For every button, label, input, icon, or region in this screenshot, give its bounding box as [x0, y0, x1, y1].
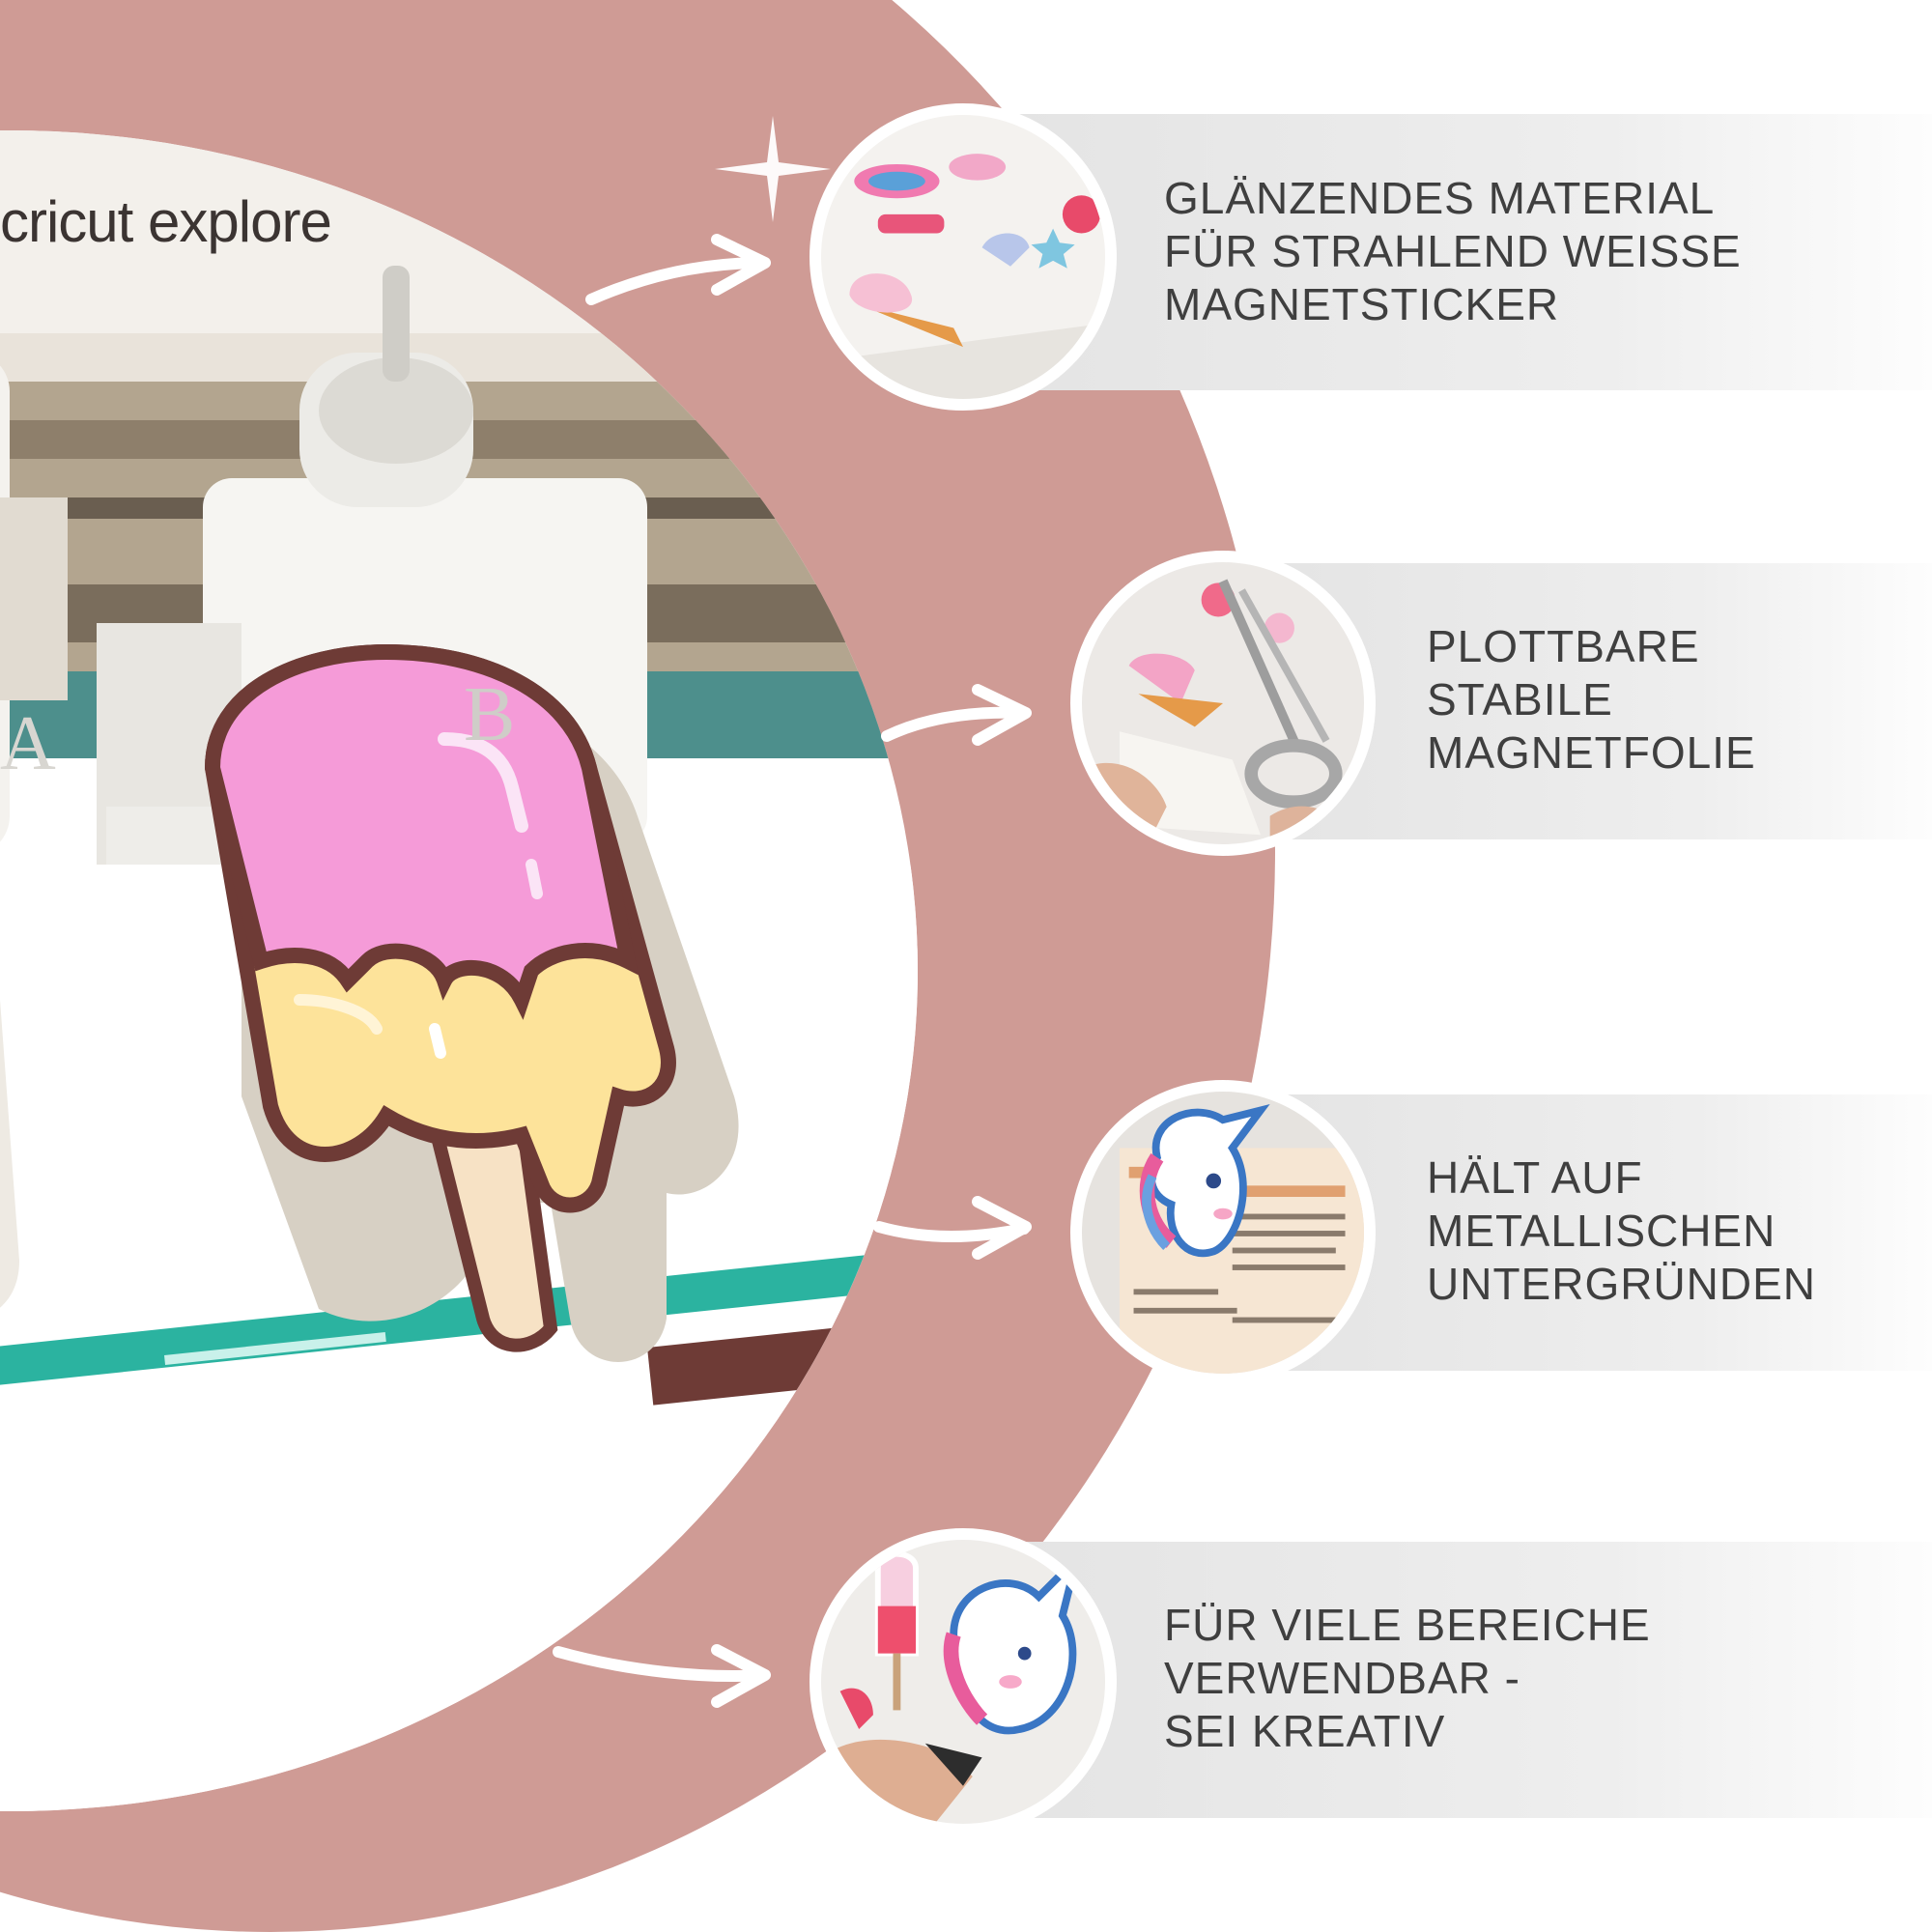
- hand-magnet-photo-icon: [810, 1528, 1117, 1835]
- feature-text-3: HÄLT AUF METALLISCHEN UNTERGRÜNDEN: [1427, 1152, 1816, 1309]
- feature-text-2: PLOTTBARE STABILE MAGNETFOLIE: [1427, 621, 1756, 778]
- feature-text-4: FÜR VIELE BEREICHE VERWENDBAR - SEI KREA…: [1164, 1600, 1651, 1756]
- feature-bar-4: [1005, 1542, 1932, 1818]
- machine-brand-label: cricut explore: [0, 189, 332, 254]
- feature-bar-1: [1005, 114, 1932, 390]
- head-b-label: B: [464, 672, 516, 757]
- head-a-label: A: [0, 701, 56, 786]
- feature-text-1: GLÄNZENDES MATERIAL FÜR STRAHLEND WEISSE…: [1164, 173, 1742, 329]
- scissors-photo-icon: [1070, 551, 1376, 856]
- glossy-material-photo-icon: [810, 103, 1117, 411]
- unicorn-magnet-photo-icon: [1070, 1080, 1376, 1385]
- cutter-machine-illustration: [0, 130, 918, 1811]
- sparkle-icon: [715, 116, 831, 222]
- product-photo-circle: cricut explore A B: [0, 130, 918, 1811]
